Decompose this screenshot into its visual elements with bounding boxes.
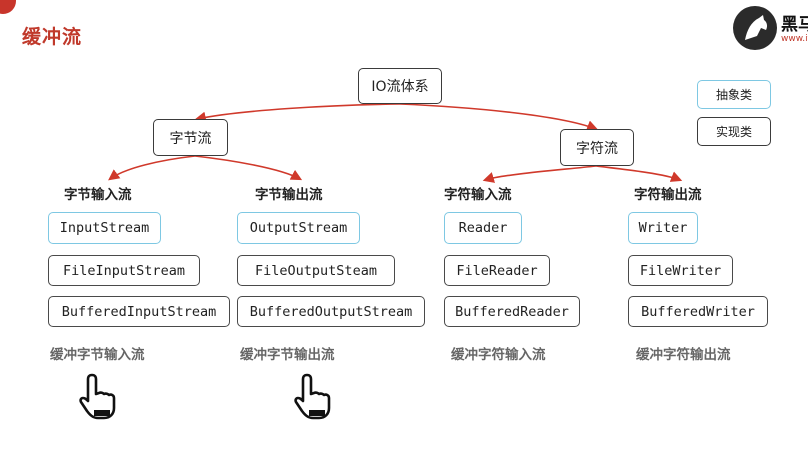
class-box-abstract: InputStream: [48, 212, 161, 244]
arrow-char-to-input: [482, 165, 597, 183]
class-box-buffered: BufferedInputStream: [48, 296, 230, 327]
arrow-byte-to-input: [108, 155, 196, 181]
class-box-abstract: OutputStream: [237, 212, 360, 244]
page-title: 缓冲流: [22, 26, 83, 48]
buffered-caption: 缓冲字符输出流: [636, 347, 731, 363]
class-box-buffered: BufferedReader: [444, 296, 580, 327]
char-stream-node: 字符流: [560, 129, 634, 166]
class-box-impl: FileReader: [444, 255, 550, 286]
logo-text: 黑马: [781, 15, 808, 35]
arrow-root-to-char: [399, 103, 599, 132]
buffered-caption: 缓冲字节输入流: [50, 347, 145, 363]
pointing-hand-icon: [293, 372, 341, 422]
buffered-caption: 缓冲字符输入流: [451, 347, 546, 363]
pointing-hand-icon: [78, 372, 126, 422]
class-box-impl: FileWriter: [628, 255, 733, 286]
group-label: 字节输出流: [255, 187, 323, 203]
arrow-char-to-output: [595, 165, 683, 182]
logo-url: www.it: [781, 34, 808, 44]
class-box-buffered: BufferedOutputStream: [237, 296, 425, 327]
legend-concrete: 实现类: [697, 117, 771, 146]
buffered-caption: 缓冲字节输出流: [240, 347, 335, 363]
group-label: 字符输出流: [634, 187, 702, 203]
byte-stream-node: 字节流: [153, 119, 228, 156]
root-node: IO流体系: [358, 68, 442, 104]
class-box-abstract: Writer: [628, 212, 698, 244]
class-box-buffered: BufferedWriter: [628, 296, 768, 327]
brand-logo: 黑马 www.it: [733, 6, 808, 50]
group-label: 字节输入流: [64, 187, 132, 203]
class-box-impl: FileInputStream: [48, 255, 200, 286]
arrow-byte-to-output: [194, 155, 303, 181]
group-label: 字符输入流: [444, 187, 512, 203]
horse-logo-icon: [733, 6, 777, 50]
class-box-impl: FileOutputSteam: [237, 255, 395, 286]
class-box-abstract: Reader: [444, 212, 522, 244]
legend-abstract: 抽象类: [697, 80, 771, 109]
arrow-root-to-byte: [194, 103, 401, 123]
